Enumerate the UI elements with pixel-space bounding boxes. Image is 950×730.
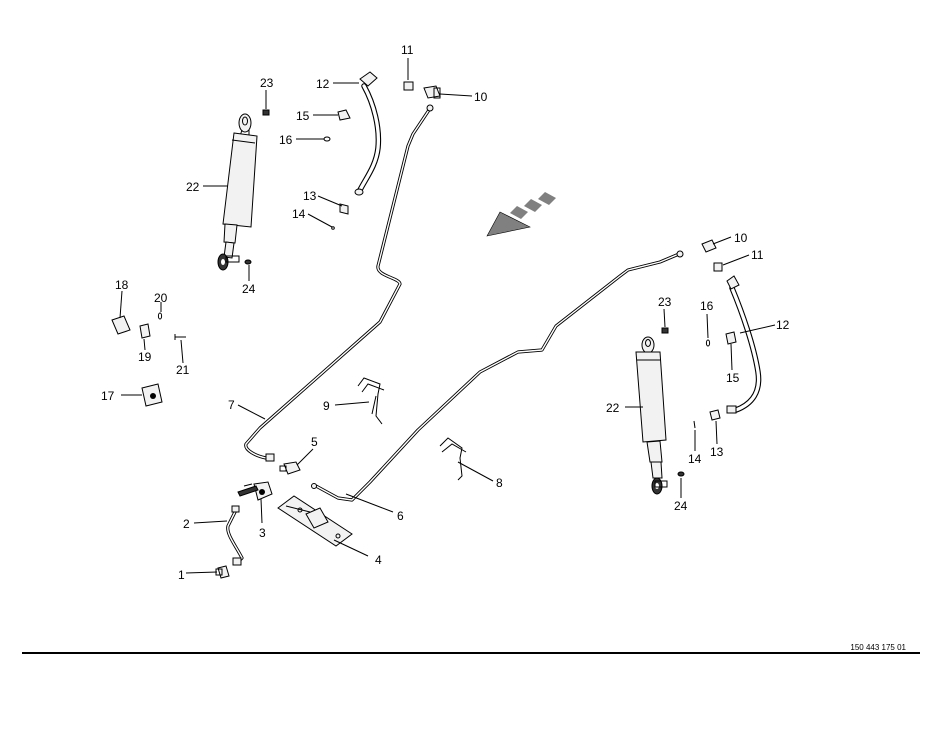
mounting-plate-4 — [277, 495, 353, 547]
callout-24-right: 24 — [674, 499, 688, 513]
callout-1: 1 — [178, 568, 185, 582]
callout-24-left: 24 — [242, 282, 256, 296]
hose-right — [726, 275, 762, 414]
fitting-1 — [215, 565, 230, 579]
callout-22-left: 22 — [186, 180, 200, 194]
fitting-15-left — [337, 109, 351, 121]
callout-11-left: 11 — [401, 43, 414, 57]
bracket-8 — [439, 437, 467, 481]
callout-11-right: 11 — [751, 248, 764, 262]
valve-3 — [237, 481, 273, 501]
callout-3: 3 — [259, 526, 266, 540]
callout-19: 19 — [138, 350, 152, 364]
oring-16-left — [323, 136, 331, 142]
fitting-13-right — [709, 409, 721, 421]
fitting-10-left — [423, 85, 441, 99]
drawing-number: 150 443 175 01 — [850, 643, 906, 652]
cylinder-left — [217, 113, 258, 271]
callout-16-right: 16 — [700, 299, 714, 313]
cylinder-right — [635, 336, 668, 495]
callout-labels: 1 2 3 4 5 6 7 8 9 10 11 12 15 16 13 14 2… — [101, 43, 790, 582]
callout-14-left: 14 — [292, 207, 306, 221]
fitting-11-left — [403, 81, 414, 91]
callout-10-right: 10 — [734, 231, 748, 245]
nut-24-right — [677, 471, 685, 477]
callout-22-right: 22 — [606, 401, 620, 415]
pipe-6 — [311, 250, 684, 502]
washer-20 — [157, 312, 163, 320]
callout-6: 6 — [397, 509, 404, 523]
fitting-5 — [279, 461, 301, 475]
nut-24-left — [244, 259, 252, 265]
callout-14-right: 14 — [688, 452, 702, 466]
nut-23-right — [661, 327, 669, 334]
callout-23-right: 23 — [658, 295, 672, 309]
footer-rule — [22, 652, 920, 654]
fitting-15-right — [725, 331, 737, 345]
callout-5: 5 — [311, 435, 318, 449]
callout-17: 17 — [101, 389, 115, 403]
callout-13-left: 13 — [303, 189, 317, 203]
clamp-half-19 — [139, 323, 151, 339]
nut-23-left — [262, 109, 270, 116]
fitting-13-left — [339, 203, 349, 215]
callout-4: 4 — [375, 553, 382, 567]
callout-2: 2 — [183, 517, 190, 531]
pipe-7 — [244, 104, 434, 462]
callout-21: 21 — [176, 363, 190, 377]
callout-7: 7 — [228, 398, 235, 412]
callout-12-right: 12 — [776, 318, 790, 332]
callout-18: 18 — [115, 278, 129, 292]
callout-15-left: 15 — [296, 109, 310, 123]
callout-16-left: 16 — [279, 133, 293, 147]
callout-15-right: 15 — [726, 371, 740, 385]
pin-14-left — [331, 226, 335, 230]
callout-9: 9 — [323, 399, 330, 413]
pin-14-right — [693, 420, 696, 429]
fitting-11-right — [713, 262, 723, 272]
fitting-10-right — [701, 239, 717, 253]
callout-12-left: 12 — [316, 77, 330, 91]
clamp-block-17 — [141, 383, 163, 407]
callout-23-left: 23 — [260, 76, 274, 90]
callout-13-right: 13 — [710, 445, 724, 459]
leader-lines — [119, 58, 776, 574]
bolt-21 — [174, 334, 186, 340]
pipe-2 — [226, 505, 244, 566]
hose-left — [354, 71, 382, 196]
clamp-half-18 — [111, 315, 131, 335]
oring-16-right — [705, 339, 711, 347]
callout-20: 20 — [154, 291, 168, 305]
travel-direction-arrow — [486, 192, 556, 237]
bracket-9 — [357, 377, 385, 425]
callout-8: 8 — [496, 476, 503, 490]
callout-10-left: 10 — [474, 90, 488, 104]
